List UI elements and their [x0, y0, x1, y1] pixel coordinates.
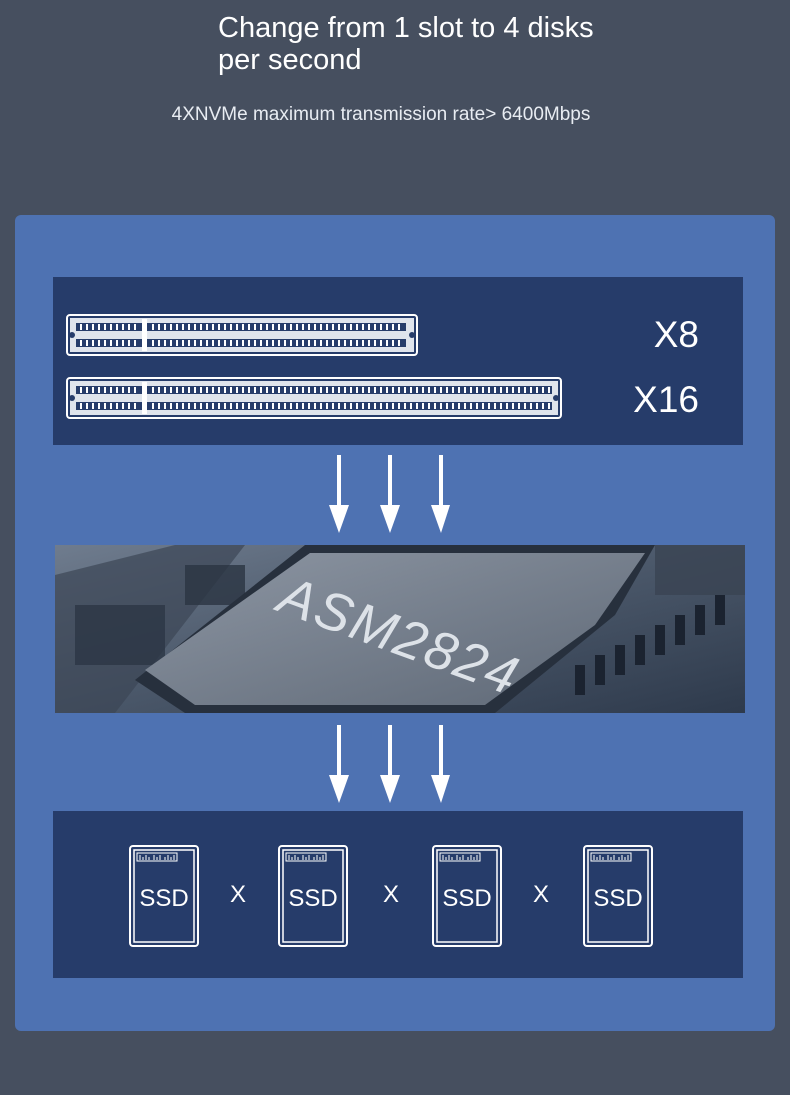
ssd-card: SSD [583, 845, 653, 947]
ssd-box: SSD X SSD X SSD X [53, 811, 743, 978]
x8-label: X8 [653, 314, 699, 355]
multiply-symbol: X [229, 881, 246, 908]
ssd-label: SSD [593, 885, 643, 912]
multiply-symbol: X [532, 881, 549, 908]
ssd-label: SSD [288, 885, 338, 912]
ssd-label: SSD [139, 885, 189, 912]
multiply-symbol: X [382, 881, 399, 908]
pcie-x16-slot-icon [66, 377, 562, 419]
pcie-x8-slot-icon [66, 314, 418, 356]
x16-label: X16 [633, 379, 699, 420]
ssd-card: SSD [432, 845, 502, 947]
down-arrows-icon [329, 455, 450, 533]
ssd-icon [129, 845, 199, 947]
diagram-panel: X8 X16 [15, 215, 775, 1031]
ssd-card: SSD [129, 845, 199, 947]
ssd-label: SSD [442, 885, 492, 912]
asm2824-chip-image: ASM2824 [55, 545, 745, 713]
down-arrows-icon [329, 725, 450, 803]
headline: Change from 1 slot to 4 disks per second [218, 12, 594, 76]
pcie-slots-box: X8 X16 [53, 277, 743, 445]
ssd-icon [432, 845, 502, 947]
ssd-icon [583, 845, 653, 947]
subheadline: 4XNVMe maximum transmission rate> 6400Mb… [171, 104, 591, 125]
ssd-card: SSD [278, 845, 348, 947]
ssd-icon [278, 845, 348, 947]
